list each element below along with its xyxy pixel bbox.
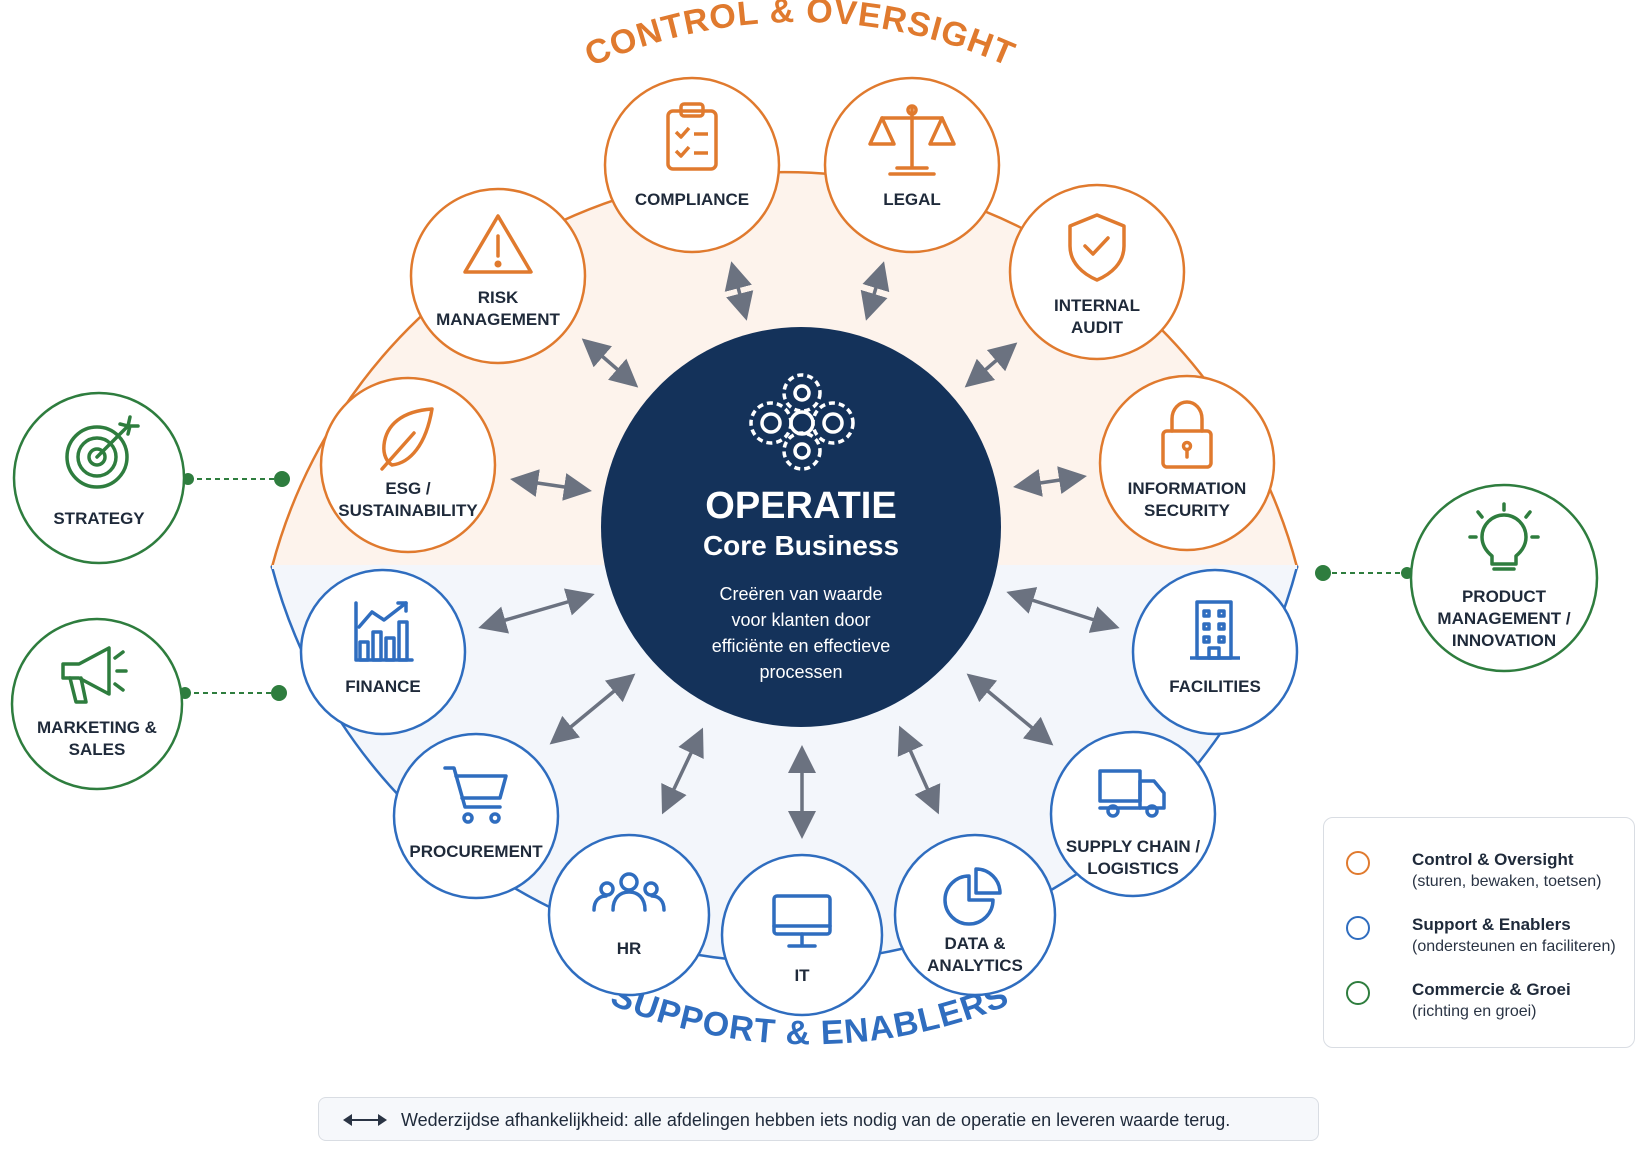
scales-icon: [868, 104, 956, 176]
dependency-arrows: [478, 261, 1120, 839]
node-label: FACILITIES: [1169, 677, 1261, 696]
node-label: AUDIT: [1071, 318, 1124, 337]
center-desc-line: voor klanten door: [731, 610, 870, 630]
legend: Control & Oversight (sturen, bewaken, to…: [1323, 817, 1635, 1048]
center-desc-line: Creëren van waarde: [719, 584, 882, 604]
building-icon: [1190, 600, 1240, 660]
lightbulb-icon: [1468, 502, 1540, 571]
node-label: IT: [794, 966, 810, 985]
arrow-audit: [964, 342, 1018, 388]
legend-desc: (sturen, bewaken, toetsen): [1412, 873, 1602, 890]
arrow-data: [897, 725, 941, 815]
node-label: INTERNAL: [1054, 296, 1140, 315]
node-legal[interactable]: LEGAL: [823, 76, 1001, 254]
legend-swatch-control: [1346, 851, 1370, 875]
arrow-infosec: [1013, 466, 1087, 497]
footer-note: Wederzijdse afhankelijkheid: alle afdeli…: [318, 1097, 1319, 1141]
node-strategy[interactable]: STRATEGY: [12, 391, 186, 565]
double-arrow-icon: [343, 1114, 387, 1126]
legend-title: Support & Enablers: [1412, 915, 1571, 934]
node-label: SECURITY: [1144, 501, 1231, 520]
node-label: HR: [617, 939, 642, 958]
node-data-analytics[interactable]: DATA & ANALYTICS: [893, 833, 1057, 997]
connector-marketing: [179, 685, 287, 701]
arrow-procurement: [549, 673, 636, 745]
core-business-center: OPERATIE Core Business Creëren van waard…: [601, 327, 1001, 727]
node-label: LOGISTICS: [1087, 859, 1179, 878]
legend-swatch-support: [1346, 916, 1370, 940]
node-label: DATA &: [944, 934, 1005, 953]
node-label: INNOVATION: [1452, 631, 1556, 650]
node-label: MANAGEMENT: [436, 310, 560, 329]
truck-icon: [1098, 769, 1166, 818]
arrow-compliance: [724, 261, 754, 321]
node-product-management[interactable]: PRODUCT MANAGEMENT / INNOVATION: [1409, 483, 1599, 673]
legend-desc: (richting en groei): [1412, 1003, 1537, 1020]
shield-check-icon: [1068, 213, 1126, 282]
node-risk-management[interactable]: RISK MANAGEMENT: [409, 187, 587, 365]
node-label: FINANCE: [345, 677, 421, 696]
monitor-icon: [772, 894, 832, 948]
node-label: MARKETING &: [37, 718, 157, 737]
node-label: PROCUREMENT: [409, 842, 543, 861]
arrow-legal: [860, 261, 890, 321]
target-icon: [65, 415, 140, 489]
node-hr[interactable]: HR: [547, 833, 711, 997]
leaf-icon: [380, 407, 434, 471]
arrow-risk: [581, 338, 639, 388]
center-subtitle: Core Business: [703, 530, 899, 561]
legend-swatch-commerce: [1346, 981, 1370, 1005]
pie-chart-icon: [943, 867, 1002, 926]
control-arc-title: CONTROL & OVERSIGHT: [579, 0, 1020, 74]
node-label: SUPPLY CHAIN /: [1066, 837, 1200, 856]
node-label: COMPLIANCE: [635, 190, 749, 209]
node-label: SUSTAINABILITY: [338, 501, 478, 520]
gears-icon: [749, 373, 855, 471]
arrow-esg: [510, 469, 592, 501]
arrow-supply: [966, 673, 1054, 746]
megaphone-icon: [61, 646, 128, 704]
node-label: ESG /: [385, 479, 431, 498]
warning-icon: [463, 214, 533, 274]
connector-product: [1315, 565, 1413, 581]
padlock-icon: [1161, 400, 1213, 469]
node-label: PRODUCT: [1462, 587, 1547, 606]
node-label: STRATEGY: [53, 509, 145, 528]
node-esg-sustainability[interactable]: ESG / SUSTAINABILITY: [319, 376, 497, 554]
footer-text: Wederzijdse afhankelijkheid: alle afdeli…: [401, 1110, 1231, 1130]
clipboard-check-icon: [666, 102, 718, 171]
node-it[interactable]: IT: [720, 853, 884, 1017]
node-label: INFORMATION: [1128, 479, 1247, 498]
bar-chart-icon: [354, 601, 414, 662]
legend-desc: (ondersteunen en faciliteren): [1412, 938, 1616, 955]
legend-title: Commercie & Groei: [1412, 980, 1571, 999]
center-desc-line: processen: [759, 662, 842, 682]
legend-title: Control & Oversight: [1412, 850, 1574, 869]
node-internal-audit[interactable]: INTERNAL AUDIT: [1008, 183, 1186, 361]
node-procurement[interactable]: PROCUREMENT: [392, 732, 560, 900]
node-label: LEGAL: [883, 190, 941, 209]
node-facilities[interactable]: FACILITIES: [1131, 568, 1299, 736]
arrow-facilities: [1006, 587, 1120, 633]
node-information-security[interactable]: INFORMATION SECURITY: [1098, 374, 1276, 552]
node-label: MANAGEMENT /: [1437, 609, 1570, 628]
cart-icon: [443, 766, 508, 824]
node-finance[interactable]: FINANCE: [299, 568, 467, 736]
center-desc-line: efficiënte en effectieve: [712, 636, 890, 656]
node-marketing-sales[interactable]: MARKETING & SALES: [10, 617, 184, 791]
center-title: OPERATIE: [705, 485, 896, 527]
people-icon: [592, 872, 666, 912]
node-label: SALES: [69, 740, 126, 759]
node-compliance[interactable]: COMPLIANCE: [603, 76, 781, 254]
node-label: ANALYTICS: [927, 956, 1023, 975]
arrow-hr: [661, 727, 704, 815]
node-label: RISK: [478, 288, 519, 307]
arrow-finance: [478, 588, 595, 634]
node-supply-chain[interactable]: SUPPLY CHAIN / LOGISTICS: [1049, 730, 1217, 898]
connector-strategy: [182, 471, 290, 487]
